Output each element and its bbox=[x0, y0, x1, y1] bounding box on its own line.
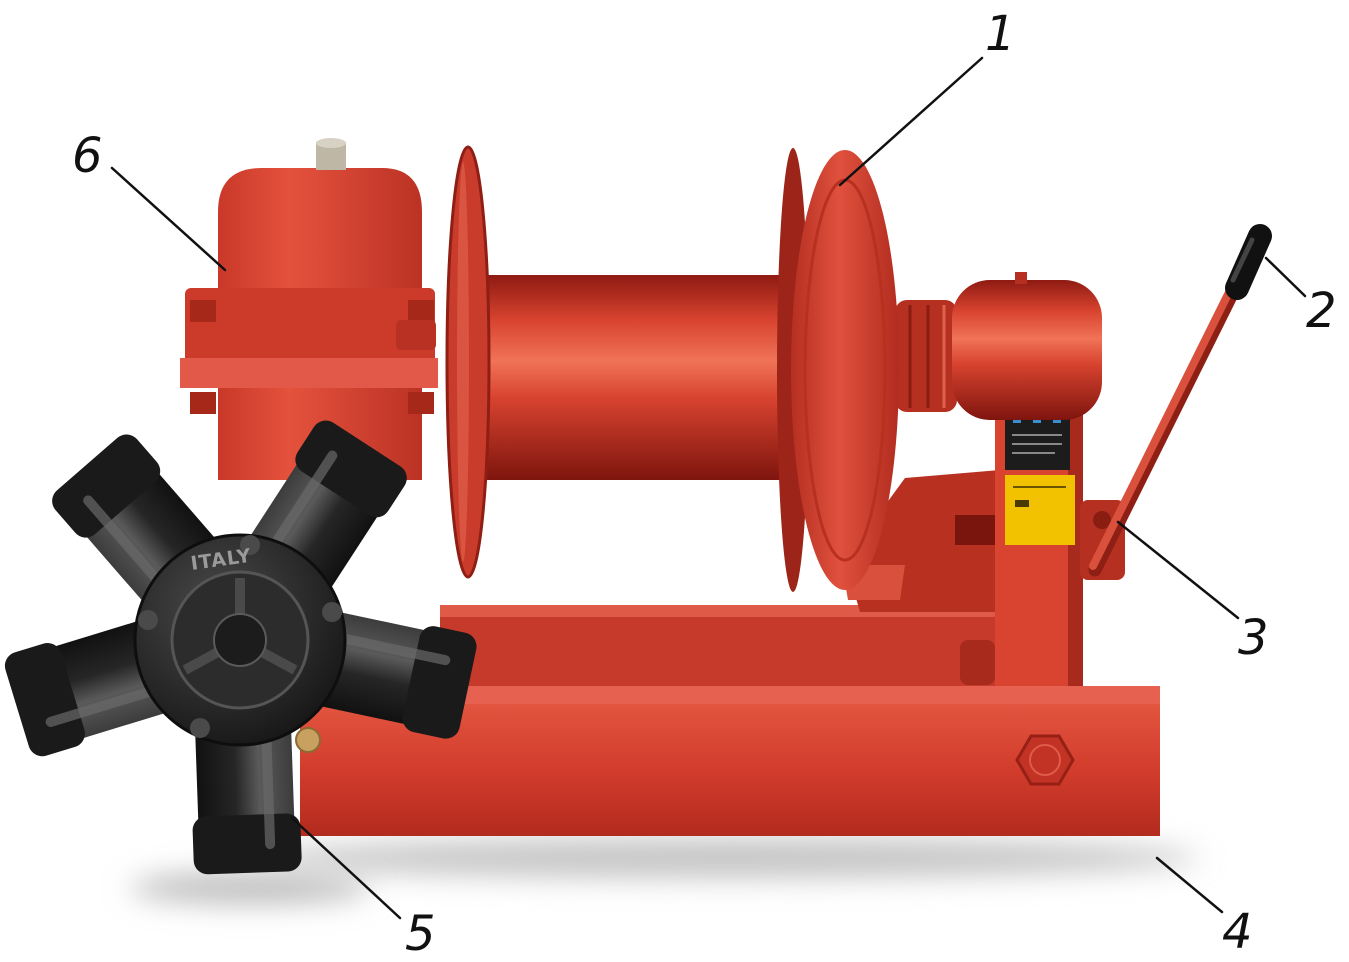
callout-label-2: 2 bbox=[1306, 283, 1337, 339]
callout-label-1: 1 bbox=[985, 6, 1016, 62]
upright-support bbox=[995, 385, 1083, 690]
hydraulic-motor: ITALY bbox=[4, 420, 477, 875]
brake-lever bbox=[1080, 224, 1272, 580]
leader-line-2 bbox=[1264, 256, 1307, 298]
leader-line-3 bbox=[1116, 520, 1240, 620]
motor-bolt bbox=[240, 535, 260, 555]
back-frame-rail bbox=[440, 605, 1000, 695]
motor-center-boss bbox=[213, 613, 267, 667]
brass-fitting bbox=[295, 727, 321, 753]
motor-bolt bbox=[138, 610, 158, 630]
motor-bolt bbox=[322, 602, 342, 622]
callout-label-4: 4 bbox=[1222, 904, 1253, 960]
frame-bolt bbox=[1015, 734, 1075, 786]
breather-cap bbox=[316, 138, 346, 170]
gearbox bbox=[180, 138, 438, 480]
leader-line-6 bbox=[110, 166, 227, 272]
leader-line-1 bbox=[838, 56, 984, 187]
motor-bolt bbox=[190, 718, 210, 738]
callout-label-3: 3 bbox=[1238, 610, 1269, 666]
brake-housing bbox=[895, 272, 1102, 420]
drum-barrel bbox=[476, 275, 801, 480]
brake-caliper bbox=[842, 470, 1000, 685]
warning-label bbox=[1005, 475, 1075, 545]
drum-flange-left bbox=[445, 145, 491, 579]
leader-line-4 bbox=[1155, 856, 1224, 914]
drum-flange-right bbox=[777, 148, 899, 592]
callout-label-6: 6 bbox=[72, 128, 103, 184]
motor-shadow bbox=[130, 872, 370, 904]
callout-label-5: 5 bbox=[405, 906, 436, 962]
floor-shadow bbox=[260, 838, 1200, 878]
leader-line-5 bbox=[290, 816, 402, 920]
lever-grip bbox=[1225, 224, 1272, 300]
